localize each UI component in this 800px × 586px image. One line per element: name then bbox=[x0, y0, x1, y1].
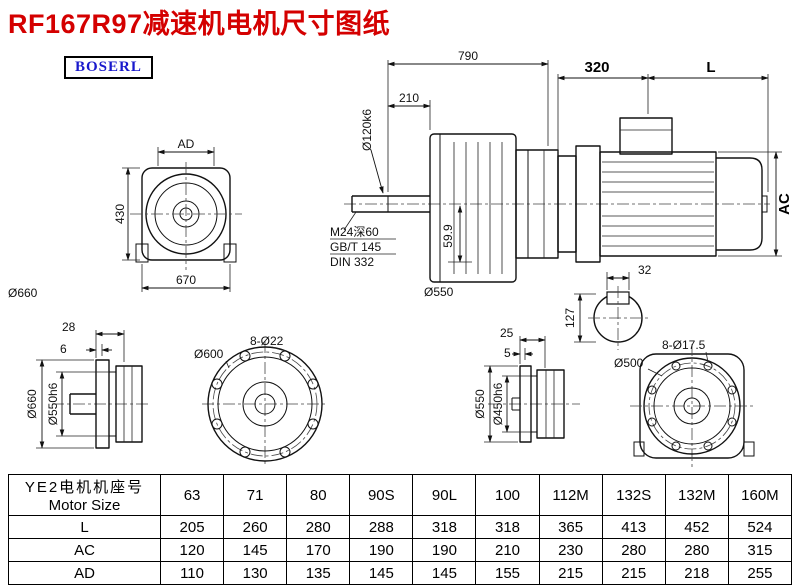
flange-front-view-left: Ø600 8-Ø22 bbox=[194, 334, 328, 467]
dim-32-label: 32 bbox=[638, 263, 652, 277]
brand-logo: BOSERL bbox=[64, 56, 153, 79]
dim-25-label: 25 bbox=[500, 326, 514, 340]
dim-320-label: 320 bbox=[584, 59, 609, 76]
size-col-90s: 90S bbox=[349, 474, 414, 516]
cell: 120 bbox=[159, 538, 225, 562]
motor-size-header: YE2电机机座号 Motor Size bbox=[8, 474, 161, 516]
dim-450h6-label: Ø450h6 bbox=[491, 382, 505, 425]
dim-L-label: L bbox=[706, 59, 715, 76]
dim-500-label: Ø500 bbox=[614, 356, 644, 370]
cell: 145 bbox=[223, 538, 288, 562]
cell: 315 bbox=[727, 538, 793, 562]
dim-8x175-label: 8-Ø17.5 bbox=[662, 338, 706, 352]
note-gbt-label: GB/T 145 bbox=[330, 240, 381, 254]
cell: 215 bbox=[601, 561, 666, 585]
flange-side-view-left: 28 6 Ø660 Ø550h6 bbox=[25, 320, 150, 449]
cell: 190 bbox=[349, 538, 414, 562]
size-col-63: 63 bbox=[159, 474, 225, 516]
dim-ac-label: AC bbox=[776, 193, 793, 215]
dim-8x22-label: 8-Ø22 bbox=[250, 334, 284, 348]
dim-5-label: 5 bbox=[504, 346, 511, 360]
row-label-AD: AD bbox=[8, 561, 161, 585]
cell: 280 bbox=[664, 538, 729, 562]
cell: 280 bbox=[286, 515, 351, 539]
cell: 170 bbox=[286, 538, 351, 562]
motor-size-header-cn: YE2电机机座号 bbox=[24, 479, 145, 496]
size-col-160m: 160M bbox=[727, 474, 793, 516]
cell: 230 bbox=[538, 538, 603, 562]
motor-size-header-en: Motor Size bbox=[48, 497, 121, 514]
cell: 255 bbox=[727, 561, 793, 585]
dim-430-label: 430 bbox=[113, 204, 127, 224]
dim-550-side-label: Ø550 bbox=[473, 389, 487, 419]
size-col-112m: 112M bbox=[538, 474, 603, 516]
cell: 218 bbox=[664, 561, 729, 585]
dim-670-label: 670 bbox=[176, 273, 196, 287]
note-din-label: DIN 332 bbox=[330, 255, 374, 269]
cell: 452 bbox=[664, 515, 729, 539]
cell: 145 bbox=[349, 561, 414, 585]
size-col-132s: 132S bbox=[601, 474, 666, 516]
flange-front-view-right: Ø500 8-Ø17.5 bbox=[614, 338, 755, 468]
cell: 130 bbox=[223, 561, 288, 585]
size-col-71: 71 bbox=[223, 474, 288, 516]
table-row-AD: AD 110 130 135 145 145 155 215 215 218 2… bbox=[8, 561, 793, 585]
dim-660-side-label: Ø660 bbox=[25, 389, 39, 419]
page-title: RF167R97减速机电机尺寸图纸 bbox=[8, 9, 391, 39]
dim-210-label: 210 bbox=[399, 91, 419, 105]
flange-side-view-right: 25 5 Ø550 Ø450h6 bbox=[473, 326, 580, 443]
size-col-80: 80 bbox=[286, 474, 351, 516]
cell: 260 bbox=[223, 515, 288, 539]
row-label-AC: AC bbox=[8, 538, 161, 562]
shaft-section-detail: 32 127 bbox=[563, 263, 652, 350]
dim-550-flange-label: Ø550 bbox=[424, 285, 454, 299]
cell: 210 bbox=[475, 538, 540, 562]
cell: 205 bbox=[159, 515, 225, 539]
cell: 365 bbox=[538, 515, 603, 539]
dim-790-label: 790 bbox=[458, 49, 478, 63]
dim-ad-label: AD bbox=[178, 137, 195, 151]
cell: 318 bbox=[475, 515, 540, 539]
table-header-row: YE2电机机座号 Motor Size 63 71 80 90S 90L 100… bbox=[8, 474, 793, 516]
dim-od660-label: Ø660 bbox=[8, 286, 38, 300]
dim-599-label: 59.9 bbox=[441, 224, 455, 248]
motor-dimension-table: YE2电机机座号 Motor Size 63 71 80 90S 90L 100… bbox=[8, 474, 793, 585]
size-col-100: 100 bbox=[475, 474, 540, 516]
dim-550h6-label: Ø550h6 bbox=[46, 382, 60, 425]
size-col-90l: 90L bbox=[412, 474, 477, 516]
dim-600-label: Ø600 bbox=[194, 347, 224, 361]
dim-6-label: 6 bbox=[60, 342, 67, 356]
dim-shaft-dia-label: Ø120k6 bbox=[360, 109, 374, 151]
cell: 524 bbox=[727, 515, 793, 539]
dim-127-label: 127 bbox=[563, 308, 577, 328]
note-tap-label: M24深60 bbox=[330, 225, 379, 239]
cell: 413 bbox=[601, 515, 666, 539]
assembly-side-view: 790 210 Ø120k6 M24深60 GB/T 145 DIN 332 5… bbox=[330, 49, 793, 299]
engineering-drawing: AD 430 670 Ø660 bbox=[8, 49, 793, 468]
gearbox-front-view: AD 430 670 Ø660 bbox=[8, 137, 242, 300]
cell: 145 bbox=[412, 561, 477, 585]
cell: 288 bbox=[349, 515, 414, 539]
table-row-L: L 205 260 280 288 318 318 365 413 452 52… bbox=[8, 515, 793, 539]
cell: 190 bbox=[412, 538, 477, 562]
size-col-132m: 132M bbox=[664, 474, 729, 516]
table-row-AC: AC 120 145 170 190 190 210 230 280 280 3… bbox=[8, 538, 793, 562]
dim-28-label: 28 bbox=[62, 320, 76, 334]
cell: 215 bbox=[538, 561, 603, 585]
row-label-L: L bbox=[8, 515, 161, 539]
cell: 110 bbox=[159, 561, 225, 585]
cell: 155 bbox=[475, 561, 540, 585]
cell: 318 bbox=[412, 515, 477, 539]
cell: 280 bbox=[601, 538, 666, 562]
cell: 135 bbox=[286, 561, 351, 585]
